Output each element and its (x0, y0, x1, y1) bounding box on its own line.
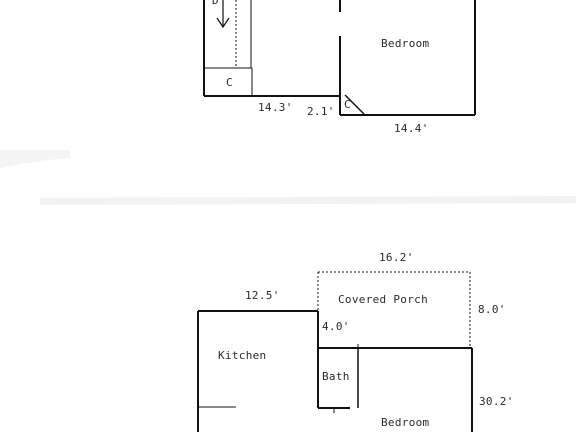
dimension-14-3: 14.3' (258, 101, 293, 114)
dimension-2-1: 2.1' (307, 105, 335, 118)
lower-bedroom-label: Bedroom (381, 416, 430, 429)
closet-label: C (226, 76, 233, 89)
paper-edge-shadow (40, 196, 576, 205)
covered-porch-label: Covered Porch (338, 293, 428, 306)
dimension-8-0: 8.0' (478, 303, 506, 316)
dimension-12-5: 12.5' (245, 289, 280, 302)
dimension-4-0: 4.0' (322, 320, 350, 333)
lower-plan (197, 271, 473, 432)
corner-closet-diagonal (344, 94, 365, 115)
upper-plan (203, 0, 476, 116)
corner-closet-label: C (344, 98, 351, 111)
bath-label: Bath (322, 370, 350, 383)
paper-fold-shadow (0, 150, 70, 168)
dimension-14-4: 14.4' (394, 122, 429, 135)
stair-down-letter: D (212, 0, 219, 7)
dimension-16-2: 16.2' (379, 251, 414, 264)
upper-bedroom-label: Bedroom (381, 37, 430, 50)
kitchen-label: Kitchen (218, 349, 267, 362)
dimension-30-2: 30.2' (479, 395, 514, 408)
stair-arrow-head-icon (216, 17, 230, 29)
